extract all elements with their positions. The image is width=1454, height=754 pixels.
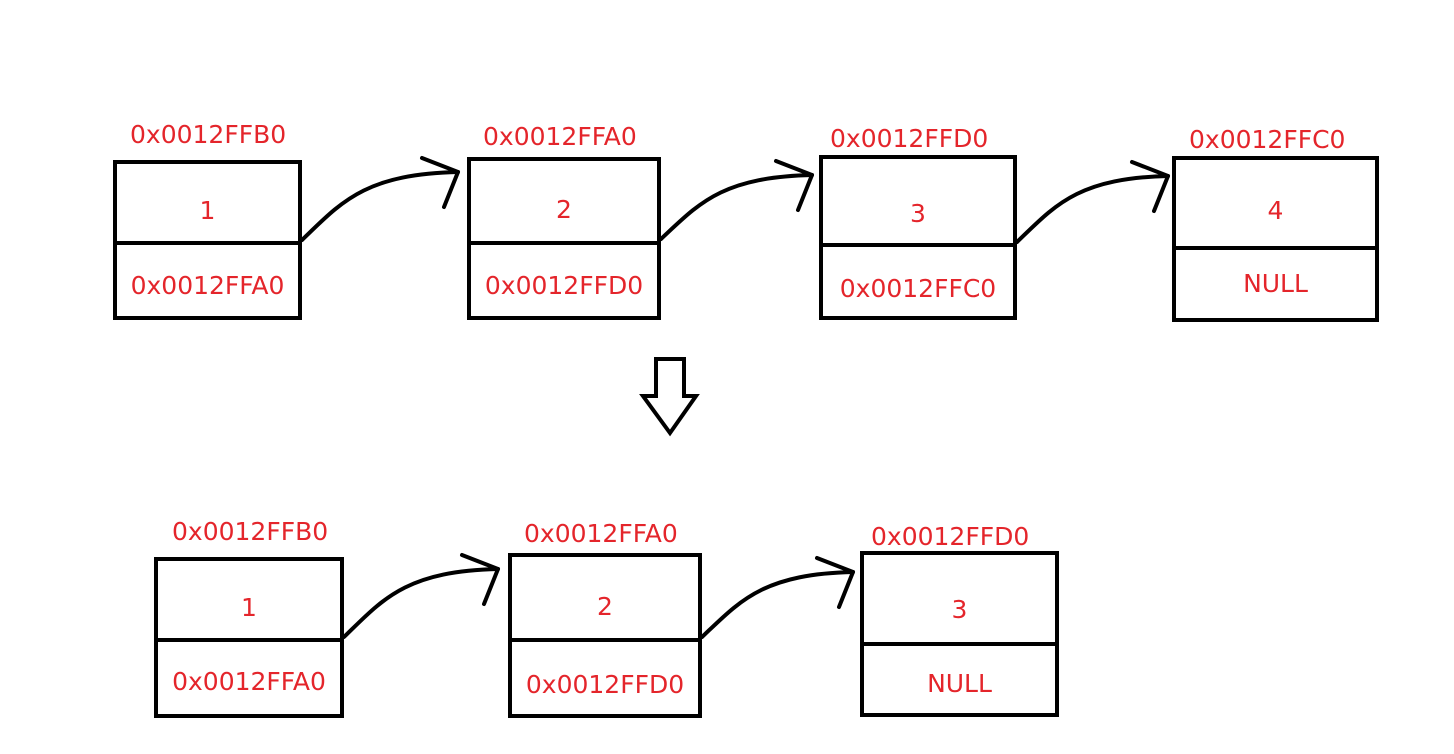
curved-pointer-arrow-icon: [700, 556, 855, 639]
node-value: 4: [1267, 196, 1284, 225]
node-address-label: 0x0012FFC0: [1189, 125, 1346, 154]
curved-pointer-arrow-icon: [659, 159, 814, 241]
node-divider: [508, 638, 702, 642]
node-next-pointer: 0x0012FFC0: [839, 274, 997, 303]
link-arrows: [300, 156, 1170, 639]
node-value: 1: [241, 593, 257, 622]
node-next-pointer: 0x0012FFD0: [525, 670, 685, 699]
node-next-pointer: 0x0012FFA0: [172, 667, 326, 696]
node-next-pointer: NULL: [927, 669, 992, 698]
node-value: 2: [556, 195, 572, 224]
list-node-3: 3 0x0012FFC0: [819, 155, 1017, 320]
list-node-2: 2 0x0012FFD0: [467, 157, 661, 320]
node-value: 1: [199, 196, 216, 225]
curved-pointer-arrow-icon: [300, 156, 460, 242]
node-next-pointer: 0x0012FFD0: [484, 271, 644, 300]
node-divider: [467, 241, 661, 245]
list-node-2: 2 0x0012FFD0: [508, 553, 702, 718]
curved-pointer-arrow-icon: [1015, 160, 1170, 244]
node-divider: [1172, 246, 1379, 250]
node-address-label: 0x0012FFA0: [524, 519, 678, 548]
node-divider: [154, 638, 344, 642]
node-address-label: 0x0012FFB0: [130, 120, 287, 149]
node-value: 3: [910, 199, 926, 228]
curved-pointer-arrow-icon: [342, 553, 500, 639]
node-value: 3: [951, 595, 968, 624]
list-node-3: 3 NULL: [860, 551, 1059, 717]
down-arrow-outline-icon: [639, 357, 700, 437]
node-next-pointer: NULL: [1243, 269, 1308, 298]
node-divider: [860, 642, 1059, 646]
node-address-label: 0x0012FFD0: [830, 124, 989, 153]
node-divider: [819, 243, 1017, 247]
node-address-label: 0x0012FFA0: [483, 122, 637, 151]
node-address-label: 0x0012FFB0: [172, 517, 329, 546]
list-node-1: 1 0x0012FFA0: [113, 160, 302, 320]
node-value: 2: [597, 592, 613, 621]
node-next-pointer: 0x0012FFA0: [130, 271, 285, 300]
list-node-4: 4 NULL: [1172, 156, 1379, 322]
node-address-label: 0x0012FFD0: [871, 522, 1030, 551]
list-node-1: 1 0x0012FFA0: [154, 557, 344, 718]
node-divider: [113, 241, 302, 245]
